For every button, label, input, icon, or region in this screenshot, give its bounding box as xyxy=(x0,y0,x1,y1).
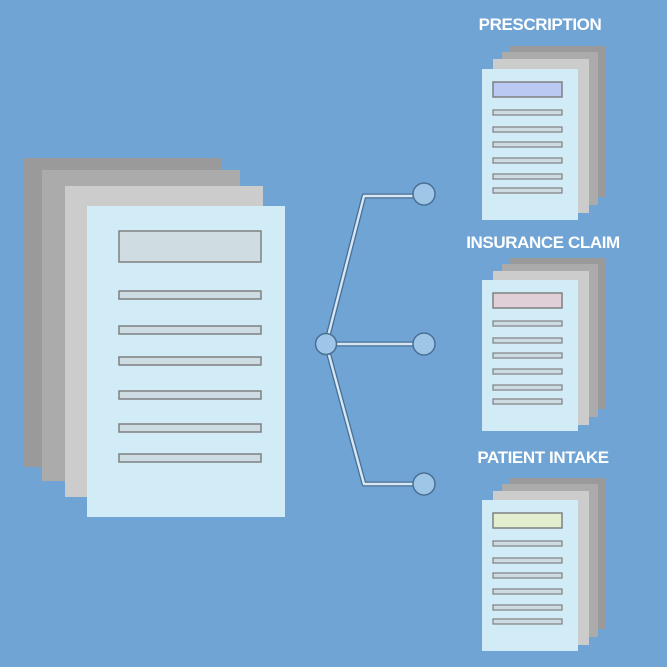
source-text-lines xyxy=(118,290,262,463)
insurance-claim-text-lines xyxy=(492,320,563,405)
patient-intake-document-stack xyxy=(482,478,606,651)
connector-tree xyxy=(314,182,436,496)
insurance-claim-text-line xyxy=(492,337,563,344)
patient-intake-text-line xyxy=(492,618,563,625)
patient-intake-text-line xyxy=(492,604,563,611)
connector-end-node-insurance-claim xyxy=(412,332,436,356)
connector-to-patient-intake xyxy=(324,342,426,486)
patient-intake-label: PATIENT INTAKE xyxy=(477,448,609,467)
connector-hub-node xyxy=(314,332,338,356)
patient-intake-text-line xyxy=(492,540,563,547)
prescription-text-line xyxy=(492,187,563,194)
connector-end-node-patient-intake xyxy=(412,472,436,496)
connector-to-prescription xyxy=(324,194,426,346)
insurance-claim-text-line xyxy=(492,320,563,327)
prescription-text-line xyxy=(492,126,563,133)
insurance-claim-header-bar xyxy=(492,292,563,309)
patient-intake-text-line xyxy=(492,557,563,564)
insurance-claim-document-stack xyxy=(482,258,606,431)
prescription-text-line xyxy=(492,157,563,164)
patient-intake-header-bar xyxy=(492,512,563,529)
patient-intake-text-lines xyxy=(492,540,563,625)
prescription-text-lines xyxy=(492,109,563,194)
connector-end-node-prescription xyxy=(412,182,436,206)
patient-intake-text-line xyxy=(492,588,563,595)
source-text-line xyxy=(118,390,262,400)
source-header-bar xyxy=(118,230,262,263)
prescription-text-line xyxy=(492,141,563,148)
insurance-claim-text-line xyxy=(492,352,563,359)
source-text-line xyxy=(118,423,262,433)
prescription-document-stack xyxy=(482,46,606,220)
prescription-text-line xyxy=(492,109,563,116)
prescription-text-line xyxy=(492,173,563,180)
source-text-line xyxy=(118,290,262,300)
insurance-claim-text-line xyxy=(492,398,563,405)
source-text-line xyxy=(118,453,262,463)
insurance-claim-text-line xyxy=(492,384,563,391)
patient-intake-text-line xyxy=(492,572,563,579)
source-text-line xyxy=(118,356,262,366)
insurance-claim-text-line xyxy=(492,368,563,375)
source-document-stack xyxy=(24,158,285,517)
prescription-header-bar xyxy=(492,81,563,98)
prescription-label: PRESCRIPTION xyxy=(478,15,602,34)
source-text-line xyxy=(118,325,262,335)
connector-outline xyxy=(323,193,427,487)
connector-lines xyxy=(324,194,426,486)
insurance-claim-label: INSURANCE CLAIM xyxy=(466,233,620,252)
